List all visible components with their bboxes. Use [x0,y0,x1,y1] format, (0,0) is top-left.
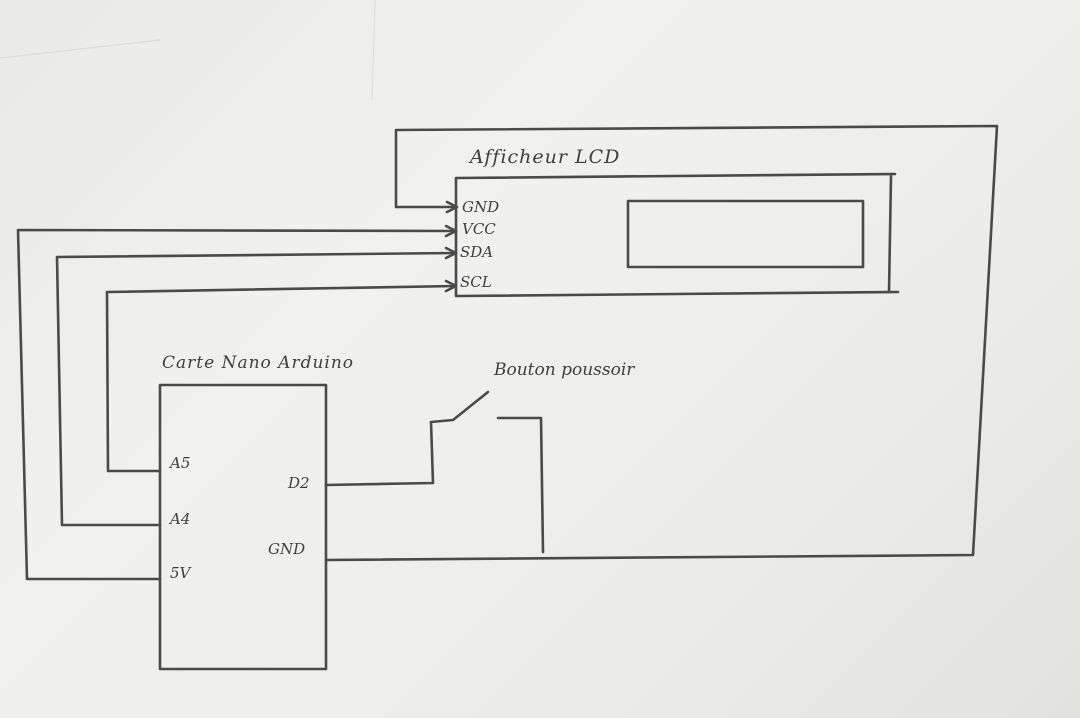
lcd-pin-scl: SCL [460,273,492,291]
nano-pin-a5: A5 [170,454,191,472]
nano-pin-gnd: GND [268,540,306,558]
wire-vcc-5v [16,228,458,581]
pin-arrow-sda [444,246,458,260]
lcd-module-outline [454,172,900,298]
wire-scl-a5 [105,284,458,473]
nano-pin-5v: 5V [170,564,191,582]
lcd-pin-gnd: GND [462,198,500,216]
lcd-pin-vcc: VCC [462,220,496,238]
wire-gnd [324,124,999,562]
pin-arrow-gnd [445,200,459,214]
lcd-title: Afficheur LCD [470,146,621,168]
wire-d2-button [324,390,490,487]
nano-title: Carte Nano Arduino [162,353,355,373]
button-label: Bouton poussoir [494,360,635,380]
lcd-module-edge [887,174,893,294]
wire-button-gnd [496,416,545,554]
nano-pin-a4: A4 [170,510,191,528]
paper-mark [0,39,161,59]
pin-arrow-scl [444,279,458,293]
wire-sda-a4 [55,251,458,527]
pin-arrow-vcc [444,224,458,238]
nano-pin-d2: D2 [288,474,310,492]
lcd-screen [626,199,865,269]
paper-mark [371,0,376,101]
nano-board-outline [158,383,328,671]
lcd-pin-sda: SDA [460,243,494,261]
